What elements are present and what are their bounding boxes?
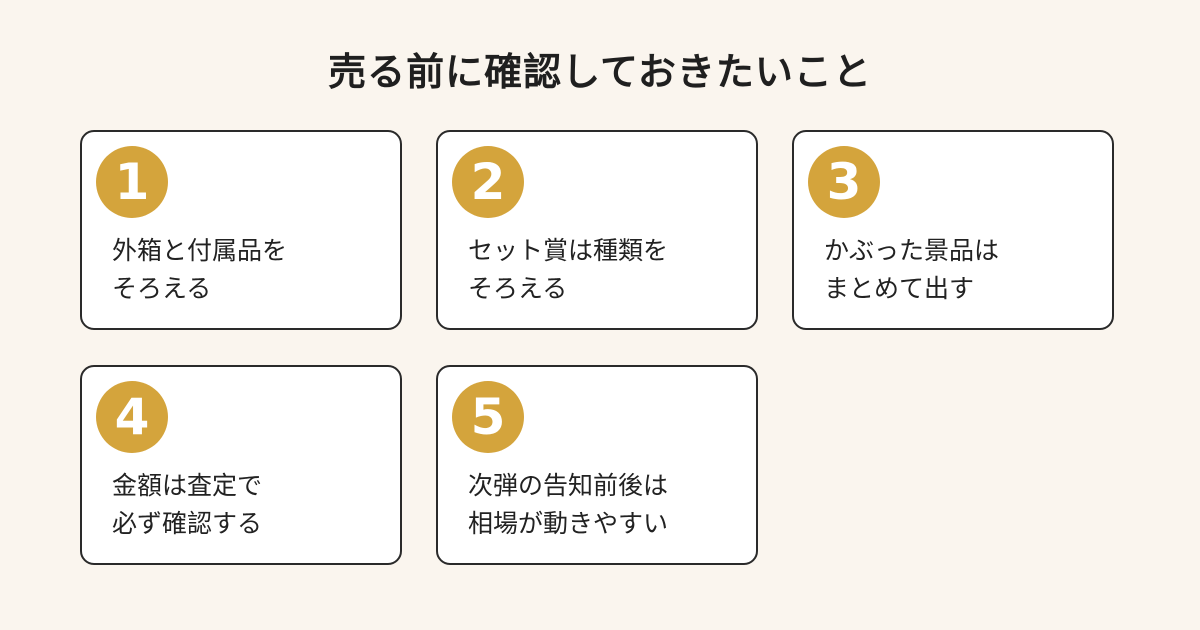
tip-text: 外箱と付属品を そろえる [112,232,382,308]
tip-text-line: 必ず確認する [112,509,263,538]
number-badge: 5 [452,381,524,453]
tip-text-line: 次弾の告知前後は [468,471,669,500]
tip-card-3: 3 かぶった景品は まとめて出す [792,130,1114,330]
tip-card-4: 4 金額は査定で 必ず確認する [80,365,402,565]
tip-text-line: 金額は査定で [112,471,263,500]
tip-text: セット賞は種類を そろえる [468,232,738,308]
page-title: 売る前に確認しておきたいこと [328,50,872,94]
tip-text-line: かぶった景品は [824,236,1000,265]
tip-card-5: 5 次弾の告知前後は 相場が動きやすい [436,365,758,565]
tip-text-line: 外箱と付属品を [112,236,288,265]
number-badge: 2 [452,146,524,218]
tip-text: かぶった景品は まとめて出す [824,232,1094,308]
number-badge: 4 [96,381,168,453]
tip-card-1: 1 外箱と付属品を そろえる [80,130,402,330]
number-badge: 1 [96,146,168,218]
tip-text-line: まとめて出す [824,274,975,303]
tip-text-line: そろえる [468,274,568,303]
tip-text-line: そろえる [112,274,212,303]
number-badge: 3 [808,146,880,218]
tip-text: 金額は査定で 必ず確認する [112,467,382,543]
tip-text-line: セット賞は種類を [468,236,669,265]
tip-card-2: 2 セット賞は種類を そろえる [436,130,758,330]
tip-text: 次弾の告知前後は 相場が動きやすい [468,467,738,543]
tip-text-line: 相場が動きやすい [468,509,669,538]
